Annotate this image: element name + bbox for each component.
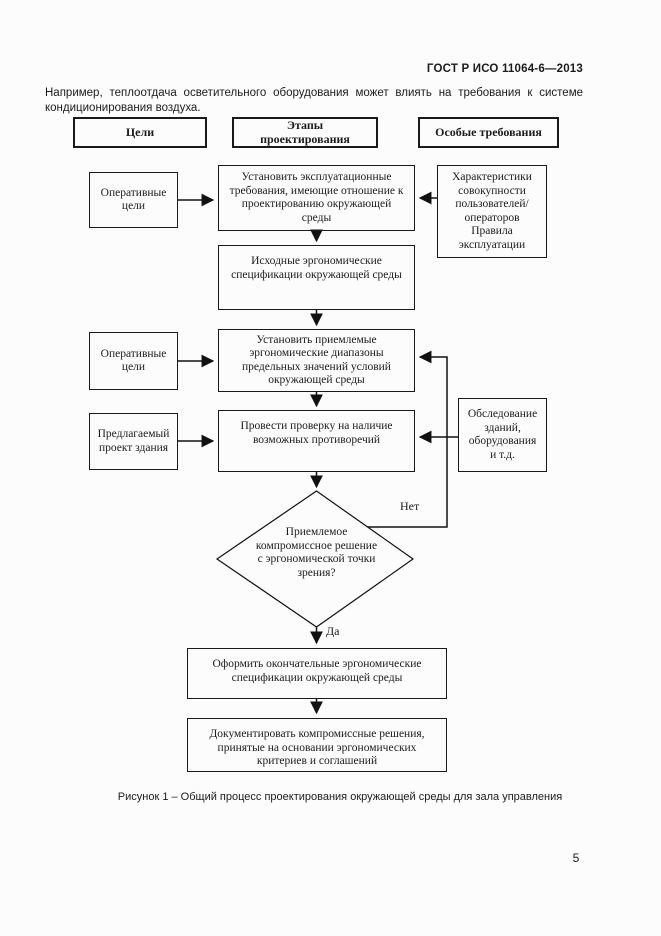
column-header-design-stages: Этапы проектирования: [232, 117, 378, 148]
box-operational-goals-top: Оперативные цели: [89, 172, 178, 228]
column-header-goals: Цели: [73, 117, 207, 148]
box-finalize-specifications: Оформить окончательные эргономические сп…: [187, 648, 447, 699]
column-header-special-requirements: Особые требования: [418, 117, 559, 148]
intro-paragraph: Например, теплоотдача осветительного обо…: [45, 87, 583, 114]
decision-diamond-text: Приемлемое компромиссное решение с эргон…: [255, 526, 378, 579]
box-establish-acceptable-ranges: Установить приемлемые эргономические диа…: [218, 329, 415, 392]
page-number: 5: [572, 851, 580, 865]
box-document-compromises: Документировать компромиссные решения, п…: [187, 718, 447, 772]
box-proposed-building-design: Предлагаемый проект здания: [89, 413, 178, 470]
doc-number: ГОСТ Р ИСО 11064-6—2013: [426, 63, 583, 75]
box-establish-operational-requirements: Установить эксплуатационные требования, …: [218, 165, 415, 231]
operation-rules-text: Правила эксплуатации: [458, 225, 526, 251]
box-initial-ergonomic-specifications: Исходные эргономические спецификации окр…: [218, 245, 415, 310]
label-yes: Да: [326, 624, 340, 638]
box-check-for-conflicts: Провести проверку на наличие возможных п…: [218, 410, 415, 472]
user-population-characteristics-text: Характеристики совокупности пользователе…: [452, 171, 532, 224]
box-operational-goals-mid: Оперативные цели: [89, 332, 178, 390]
box-survey-of-buildings: Обследование зданий, оборудования и т.д.: [458, 398, 547, 472]
box-user-population-characteristics: Характеристики совокупности пользователе…: [437, 165, 547, 258]
label-no: Нет: [400, 499, 420, 513]
figure-caption: Рисунок 1 – Общий процесс проектирования…: [117, 791, 563, 803]
